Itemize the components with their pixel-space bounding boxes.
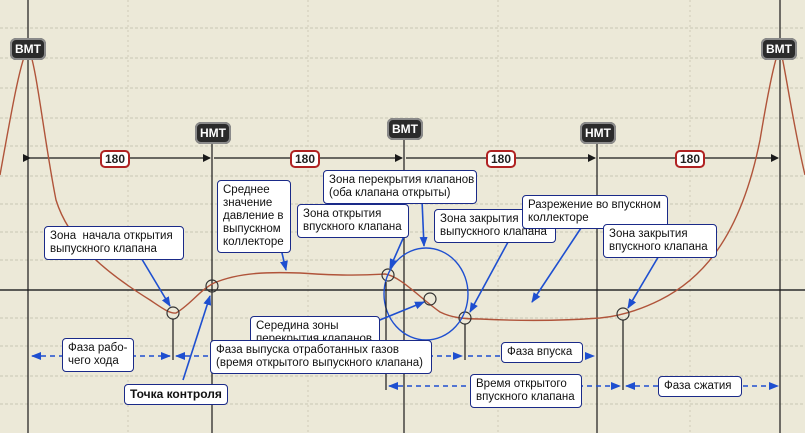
degree-badge-3: 180 [486,150,516,168]
label-intake-vacuum: Разрежение во впускном коллекторе [522,195,668,229]
label-exhaust-open-start: Зона начала открытия выпускного клапана [44,226,184,260]
label-intake-open-zone: Зона открытия впускного клапана [297,204,409,238]
label-intake-phase: Фаза впуска [501,342,583,363]
label-exhaust-close-zone: Зона закрытия выпускного клапана [434,209,556,243]
label-compression-phase: Фаза сжатия [658,376,742,397]
degree-badge-2: 180 [290,150,320,168]
label-avg-pressure: Среднее значение давление в выпускном ко… [217,180,291,253]
label-control-point: Точка контроля [124,384,228,405]
nmt-badge-1: НМТ [195,122,231,144]
label-intake-open-time: Время открытого впускного клапана [470,374,582,408]
label-intake-close-zone: Зона закрытия впускного клапана [603,224,717,258]
vmt-badge-left: ВМТ [10,38,46,60]
label-exhaust-phase: Фаза выпуска отработанных газов (время о… [210,340,432,374]
vmt-badge-center: ВМТ [387,118,423,140]
label-power-stroke: Фаза рабо- чего хода [62,338,134,372]
curve-points [166,268,630,325]
callout-arrows [139,199,661,381]
label-overlap-zone: Зона перекрытия клапанов (оба клапана от… [323,170,477,204]
nmt-badge-2: НМТ [580,122,616,144]
pressure-curve [0,46,805,322]
degree-badge-1: 180 [100,150,130,168]
vmt-badge-right: ВМТ [761,38,797,60]
degree-badge-4: 180 [675,150,705,168]
